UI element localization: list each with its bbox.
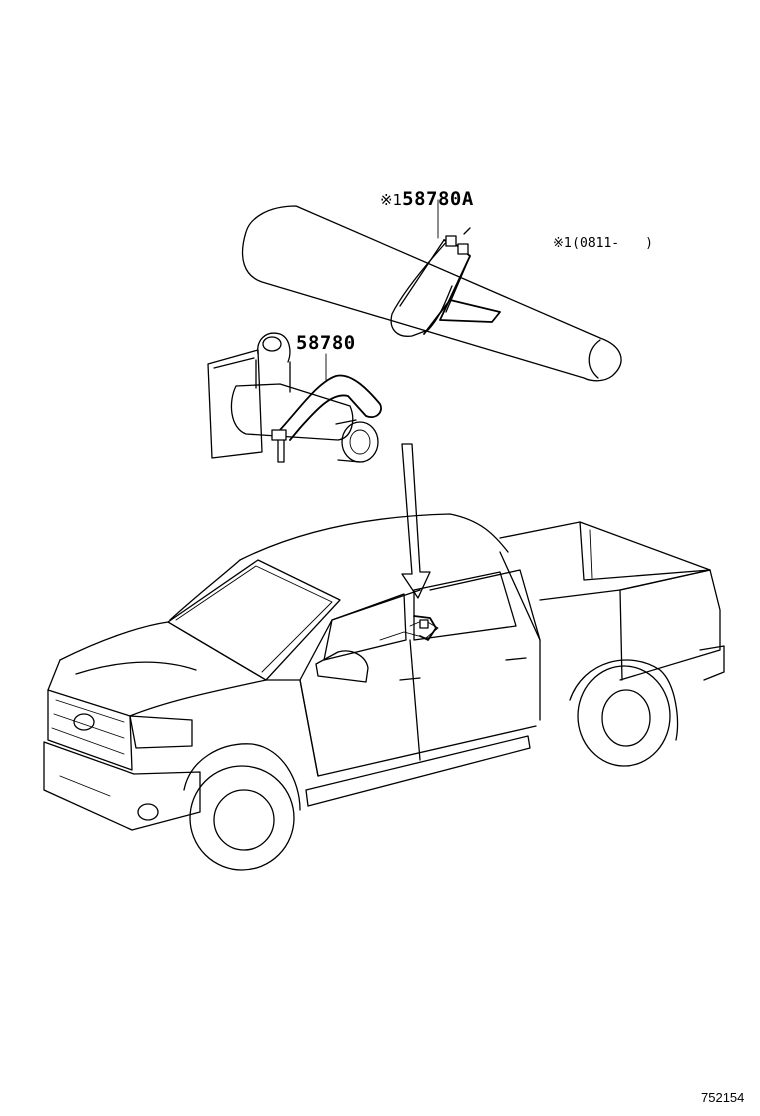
footnote-mark: ※1 — [380, 191, 403, 209]
note-footnote-mark: ※1 — [553, 236, 573, 251]
lamp-58780-illustration — [230, 332, 382, 463]
part-number-58780A: 58780A — [402, 188, 474, 210]
pickup-truck-illustration — [43, 513, 725, 871]
figure-number: 752154 — [701, 1090, 745, 1105]
location-arrow — [401, 443, 431, 599]
callout-58780A: ※158780A — [380, 190, 474, 209]
note-date-range: (0811- ) — [572, 236, 653, 251]
lamp-wire-58780A-illustration — [390, 227, 501, 337]
applicability-note: ※1(0811- ) — [553, 234, 653, 250]
part-number-58780: 58780 — [296, 332, 356, 354]
mounting-plate-illustration — [207, 349, 263, 459]
headliner-panel-illustration — [241, 205, 622, 382]
callout-58780: 58780 — [296, 334, 356, 353]
